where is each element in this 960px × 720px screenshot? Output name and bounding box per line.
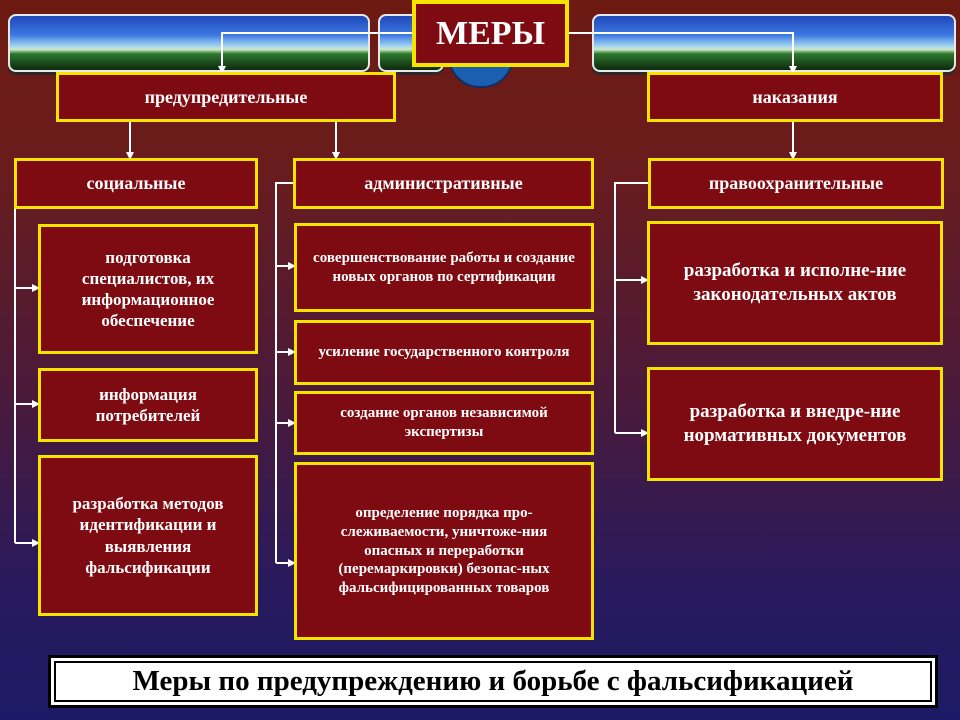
admin-item-4-text: определение порядка про-слеживаемости, у…	[338, 505, 550, 597]
category-administrative-label: административные	[364, 173, 523, 194]
connector-law-spine	[614, 182, 648, 433]
admin-item-4: определение порядка про-слеживаемости, у…	[294, 462, 594, 640]
category-law-enforcement-label: правоохранительные	[708, 173, 884, 194]
social-item-2-text: информация потребителей	[95, 384, 201, 425]
title-text: МЕРЫ	[436, 14, 545, 52]
law-item-2: разработка и внедре-ние нормативных доку…	[647, 367, 943, 481]
social-item-1: подготовка специалистов, их информационн…	[38, 224, 258, 354]
admin-item-1: совершенствование работы и создание новы…	[294, 223, 594, 312]
category-law-enforcement: правоохранительные	[648, 158, 944, 209]
law-item-1-text: разработка и исполне-ние законодательных…	[683, 260, 907, 305]
admin-item-3-text: создание органов независимой экспертизы	[340, 405, 548, 440]
category-social-label: социальные	[86, 173, 186, 194]
branch-preventive: предупредительные	[56, 72, 396, 122]
caption-inner: Меры по предупреждению и борьбе с фальси…	[54, 661, 932, 702]
law-item-1: разработка и исполне-ние законодательных…	[647, 221, 943, 345]
connector-title-to-preventive	[218, 32, 412, 74]
category-administrative: административные	[293, 158, 594, 209]
social-item-1-text: подготовка специалистов, их информационн…	[81, 247, 215, 331]
title-box: МЕРЫ	[412, 0, 569, 67]
admin-item-2: усиление государственного контроля	[294, 320, 594, 385]
landscape-banner-left	[8, 14, 370, 72]
connector-admin-spine	[275, 182, 293, 563]
branch-punishment: наказания	[647, 72, 943, 122]
branch-preventive-label: предупредительные	[144, 86, 308, 107]
branch-punishment-label: наказания	[752, 86, 838, 107]
law-item-2-text: разработка и внедре-ние нормативных доку…	[683, 401, 907, 446]
admin-item-3: создание органов независимой экспертизы	[294, 391, 594, 455]
social-item-3: разработка методов идентификации и выявл…	[38, 455, 258, 616]
admin-item-1-text: совершенствование работы и создание новы…	[313, 249, 575, 285]
connector-title-to-punishment	[569, 32, 797, 74]
caption-box: Меры по предупреждению и борьбе с фальси…	[48, 655, 938, 708]
social-item-3-text: разработка методов идентификации и выявл…	[72, 494, 224, 577]
social-item-2: информация потребителей	[38, 368, 258, 442]
caption-text: Меры по предупреждению и борьбе с фальси…	[132, 665, 854, 697]
category-social: социальные	[14, 158, 258, 209]
admin-item-2-text: усиление государственного контроля	[318, 344, 570, 361]
landscape-banner-right	[592, 14, 956, 72]
